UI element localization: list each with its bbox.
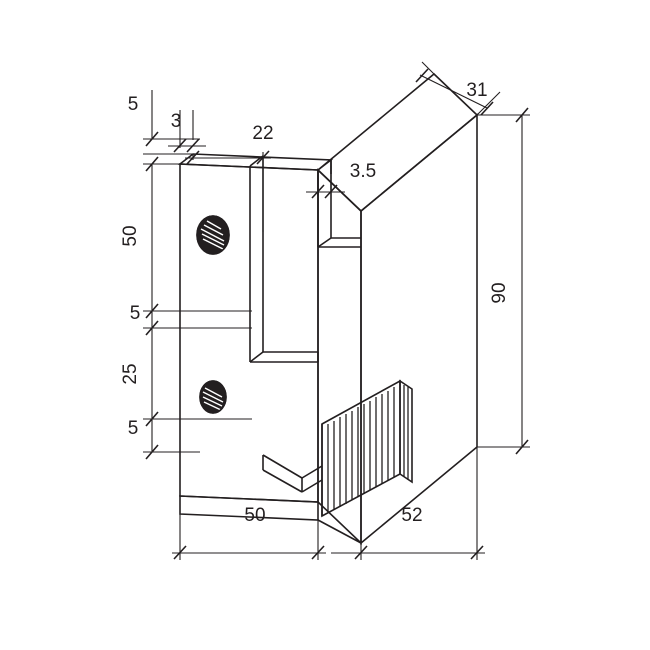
dim-label-mid-gap: 5 <box>130 303 141 324</box>
dim-3-ticks <box>173 138 200 153</box>
dim-label-body-depth-top: 31 <box>466 80 487 101</box>
ramp-top-link <box>301 465 323 479</box>
dim-50-bottom-ticks <box>173 545 325 560</box>
ramp-edge-1 <box>262 454 303 479</box>
recess-bottom-bevel <box>249 351 264 363</box>
dim-label-body-height: 90 <box>489 282 510 303</box>
dim-label-top-left-offset: 5 <box>128 94 139 115</box>
dim-label-upper-segment: 50 <box>120 225 141 246</box>
part-outline-group <box>177 72 479 545</box>
dim-label-faceplate-height: 50 <box>244 505 265 526</box>
dim-label-lower-segment: 25 <box>120 363 141 384</box>
body-top-face <box>316 72 479 213</box>
dim-90-ticks <box>515 107 529 455</box>
dim-35-ticks <box>311 184 338 199</box>
dimension-labels-group: 5 3 22 31 3.5 50 90 5 25 5 50 52 <box>120 80 510 526</box>
dim-line-31 <box>419 74 488 109</box>
upper-screw-slot <box>196 215 230 255</box>
ramp-bottom-link <box>301 479 323 493</box>
dim-label-keeper-thickness: 3.5 <box>350 161 376 182</box>
body-right-face <box>360 113 478 545</box>
dim-label-body-width: 52 <box>401 505 422 526</box>
base-joint-line <box>317 519 362 544</box>
keeper-bevel <box>317 237 332 248</box>
ext-line-31-a <box>421 61 435 75</box>
ext-line-31-b <box>476 91 501 116</box>
lower-screw-slot <box>199 380 227 414</box>
ramp-edge-2 <box>262 469 303 493</box>
dim-label-front-lip-width: 3 <box>171 111 182 132</box>
dim-label-faceplate-depth: 22 <box>252 123 273 144</box>
left-chain-ticks <box>145 131 159 460</box>
dimension-lines-group <box>143 61 530 560</box>
faceplate-face <box>179 163 319 503</box>
dim-22-ticks <box>186 150 270 165</box>
dim-label-bottom-offset: 5 <box>128 418 139 439</box>
dim-52-ticks <box>354 545 484 560</box>
hatched-block-side <box>399 379 413 484</box>
dim-31-ticks <box>415 68 494 116</box>
hatched-block-hatching <box>327 385 409 513</box>
